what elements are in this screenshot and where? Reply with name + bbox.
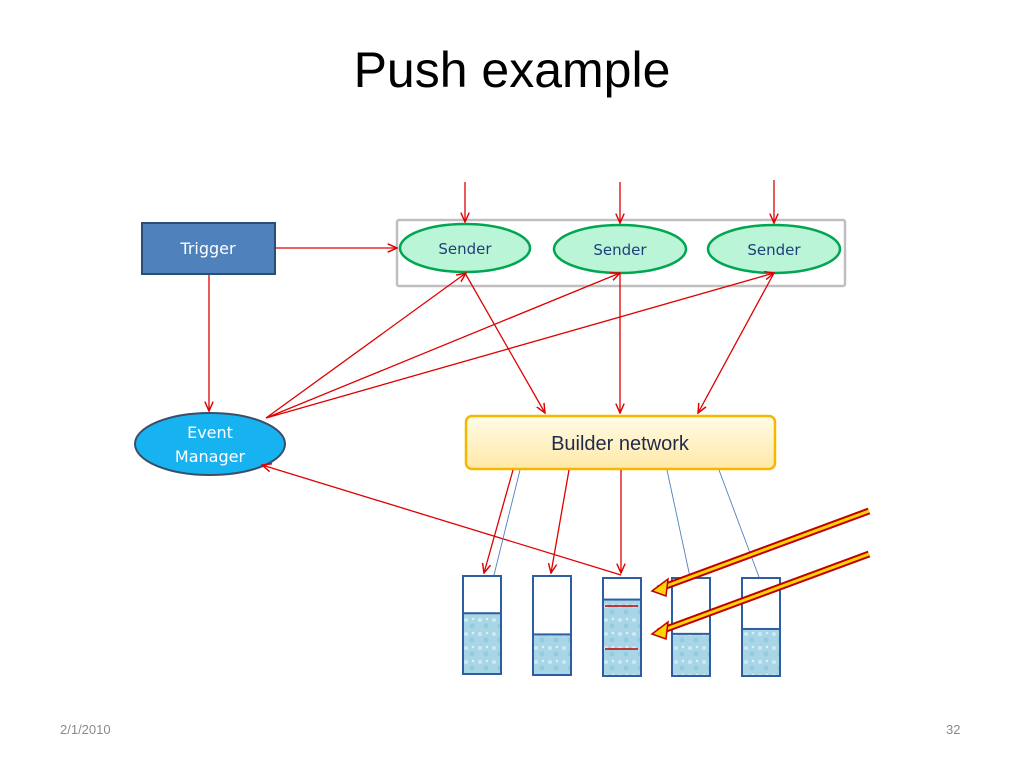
buffer-column-5 <box>741 577 781 678</box>
sender-node-2: Sender <box>552 223 688 275</box>
sender-1-to-builder-arrow <box>464 272 545 413</box>
trigger-node: Trigger <box>141 222 276 275</box>
em-to-sender-3-arrow <box>265 273 774 419</box>
buffer-to-event-manager-arrow <box>262 465 622 576</box>
buffer-column-2 <box>532 575 572 676</box>
em-to-sender-2-arrow <box>265 273 620 419</box>
incoming-data-arrow-2 <box>650 550 871 641</box>
sender-label: Sender <box>438 240 492 258</box>
builder-network-label: Builder network <box>551 433 690 455</box>
trigger-label: Trigger <box>179 239 236 258</box>
buffer-column-3 <box>602 577 642 677</box>
builder-link-line-1 <box>493 469 521 576</box>
event-manager-label-line1: Event <box>187 423 233 442</box>
event-manager-node: Event Manager <box>134 412 286 476</box>
event-manager-label-line2: Manager <box>175 447 246 466</box>
buffer-column-4 <box>671 577 711 677</box>
footer-date: 2/1/2010 <box>60 722 111 737</box>
buffer-fill-level <box>602 598 642 677</box>
sender-label: Sender <box>593 241 647 259</box>
buffer-columns <box>462 575 781 678</box>
builder-network-node: Builder network <box>464 414 777 471</box>
em-to-sender-1-arrow <box>265 273 466 419</box>
buffer-fill-level <box>741 627 781 678</box>
sender-node-1: Sender <box>398 222 532 274</box>
buffer-fill-level <box>462 612 502 675</box>
incoming-data-arrow-1 <box>650 507 871 598</box>
sender-node-3: Sender <box>706 223 842 275</box>
buffer-column-1 <box>462 575 502 675</box>
builder-to-buffer-2-arrow <box>551 469 570 573</box>
slide-title: Push example <box>353 42 671 98</box>
buffer-fill-level <box>671 632 711 677</box>
buffer-fill-level <box>532 633 572 676</box>
footer-page-number: 32 <box>946 722 961 737</box>
builder-link-line-2 <box>666 469 691 578</box>
sender-3-to-builder-arrow <box>698 272 775 413</box>
builder-to-buffer-1-arrow <box>484 469 514 573</box>
sender-label: Sender <box>747 241 801 259</box>
builder-link-line-3 <box>718 469 760 578</box>
